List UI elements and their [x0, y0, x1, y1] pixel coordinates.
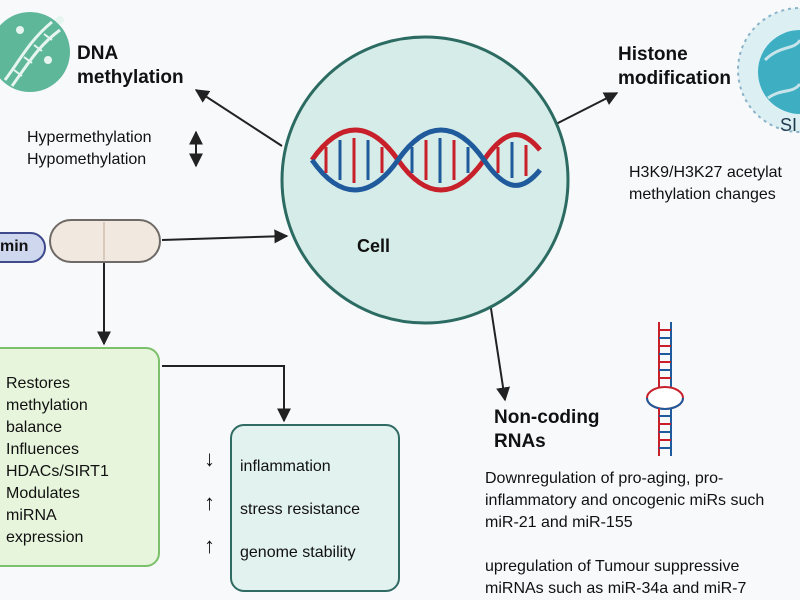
outcomes-box: ↓ inflammation ↑ stress resistance ↑ gen… [204, 424, 400, 592]
dna-methylation-title-2: methylation [77, 67, 184, 88]
arrow-cell-to-dna-methylation [194, 89, 283, 147]
histone-title-2: modification [618, 68, 731, 89]
drug-effect-line: Modulates [6, 485, 80, 502]
arrow-cell-to-ncrna [489, 301, 511, 402]
drug-label: min [0, 238, 29, 255]
histone-badge-label: SI [780, 115, 798, 135]
ncrna-para1-line1: Downregulation of pro-aging, pro- [485, 470, 724, 487]
cell-label: Cell [357, 236, 391, 256]
drug-effects-box: Restores methylation balance Influences … [0, 347, 160, 567]
up-arrow-icon: ↑ [204, 533, 215, 558]
histone-detail-1: H3K9/H3K27 acetylat [629, 164, 782, 181]
hypomethylation-label: Hypomethylation [27, 151, 147, 168]
arrow-box-to-effects [162, 365, 291, 423]
hypermethylation-label: Hypermethylation [27, 129, 152, 146]
ncrna-para1-line2: inflammatory and oncogenic miRs such [485, 492, 765, 509]
ncrna-para2-line2: miRNAs such as miR-34a and miR-7 [485, 580, 747, 597]
dna-helix-icon [309, 127, 542, 193]
drug-effect-line: balance [6, 419, 63, 436]
drug-effect-line: Restores [6, 375, 71, 392]
ncrna-title-2: RNAs [494, 431, 546, 452]
ncrna-title-1: Non-coding [494, 407, 600, 428]
drug-effect-line: HDACs/SIRT1 [6, 463, 109, 480]
drug-effect-line: expression [6, 529, 84, 546]
down-arrow-icon: ↓ [204, 446, 215, 471]
arrow-drug-to-cell [161, 229, 289, 244]
outcome-genome-stability: genome stability [240, 544, 356, 561]
up-arrow-icon: ↑ [204, 490, 215, 515]
histone-detail-2: methylation changes [629, 186, 776, 203]
dna-methylation-title-1: DNA [77, 43, 119, 64]
ncrna-para1-line3: miR-21 and miR-155 [485, 514, 633, 531]
drug-effect-line: methylation [6, 397, 88, 414]
drug-label-pill [0, 232, 46, 263]
outcome-inflammation: inflammation [240, 458, 331, 475]
outcome-stress-resistance: stress resistance [240, 501, 361, 518]
arrow-cell-to-histone [555, 92, 619, 125]
histone-title-1: Histone [618, 44, 688, 65]
ncrna-para2-line1: upregulation of Tumour suppressive [485, 558, 740, 575]
drug-effect-line: Influences [6, 441, 79, 458]
drug-effect-line: miRNA [6, 507, 57, 524]
